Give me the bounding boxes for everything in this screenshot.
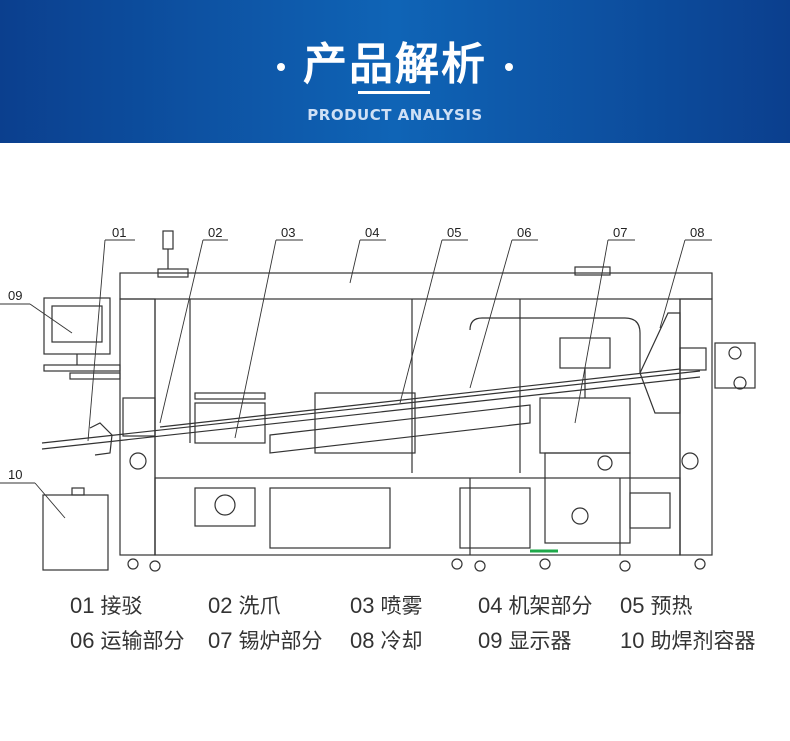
left-cabinet bbox=[119, 298, 156, 556]
control-panel bbox=[122, 397, 156, 437]
machine-base bbox=[154, 477, 681, 556]
callout-03: 03 bbox=[281, 225, 295, 240]
right-cabinet bbox=[679, 298, 713, 556]
callout-10: 10 bbox=[8, 467, 22, 482]
callout-05: 05 bbox=[447, 225, 461, 240]
page-subtitle: PRODUCT ANALYSIS bbox=[307, 106, 483, 124]
machine-top-frame bbox=[119, 272, 713, 300]
dot-icon bbox=[505, 63, 513, 71]
callout-04: 04 bbox=[365, 225, 379, 240]
dot-icon bbox=[277, 63, 285, 71]
title-underline bbox=[358, 91, 430, 94]
callout-06: 06 bbox=[517, 225, 531, 240]
signal-light bbox=[162, 230, 174, 250]
solder-nozzle bbox=[559, 337, 611, 369]
signal-base bbox=[157, 268, 189, 278]
title-text: 产品解析 bbox=[303, 39, 487, 90]
callout-07: 07 bbox=[613, 225, 627, 240]
callout-08: 08 bbox=[690, 225, 704, 240]
callout-02: 02 bbox=[208, 225, 222, 240]
right-panel bbox=[679, 347, 707, 371]
header-banner: 产品解析 PRODUCT ANALYSIS bbox=[0, 0, 790, 143]
flux-container bbox=[42, 494, 109, 571]
conveyor-rail bbox=[41, 370, 701, 444]
callout-01: 01 bbox=[112, 225, 126, 240]
cooling-hood bbox=[639, 312, 681, 414]
preheat-chamber bbox=[269, 404, 531, 454]
machine-diagram: 01 02 03 04 05 06 07 08 09 10 bbox=[0, 225, 756, 572]
callout-09: 09 bbox=[8, 288, 22, 303]
solder-hood bbox=[469, 317, 641, 373]
solder-pot bbox=[539, 397, 631, 454]
page-title: 产品解析 bbox=[0, 28, 790, 92]
cooling-unit bbox=[714, 342, 756, 389]
